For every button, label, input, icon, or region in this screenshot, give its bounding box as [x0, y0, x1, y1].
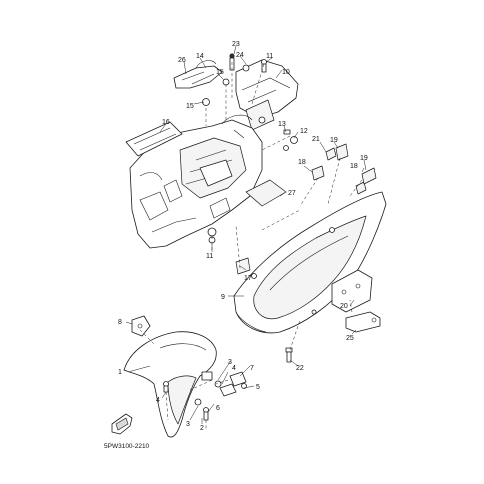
rear-fender-inner-assembly — [129, 114, 263, 249]
callout-11: 11 — [266, 53, 273, 60]
label-sheet-16 — [125, 121, 183, 157]
callout-4: 4 — [156, 397, 160, 404]
callout-23: 23 — [232, 41, 240, 48]
callout-16: 16 — [162, 119, 170, 126]
callout-17: 17 — [244, 275, 252, 282]
callout-12: 12 — [300, 128, 308, 135]
callout-labels: 1 2 3 3 4 4 5 6 7 8 9 10 11 11 12 13 14 … — [118, 41, 368, 432]
front-fender-part-1 — [123, 331, 217, 438]
callout-14: 14 — [196, 53, 204, 60]
callout-13: 13 — [278, 121, 286, 128]
bracket-part-8 — [131, 315, 151, 337]
callout-15: 15 — [186, 103, 194, 110]
callout-18: 18 — [350, 163, 358, 170]
callout-15: 15 — [216, 69, 224, 76]
callout-3: 3 — [228, 359, 232, 366]
callout-11: 11 — [206, 253, 213, 260]
callout-6: 6 — [216, 405, 220, 412]
callout-18: 18 — [298, 159, 306, 166]
leader-lines — [125, 45, 367, 424]
callout-2: 2 — [200, 425, 204, 432]
callout-20: 20 — [340, 303, 348, 310]
callout-19: 19 — [360, 155, 368, 162]
bracket-part-14-26 — [173, 60, 223, 89]
bracket-part-10 — [235, 59, 299, 131]
callout-27: 27 — [288, 190, 296, 197]
bracket-part-25 — [345, 311, 381, 333]
callout-8: 8 — [118, 319, 122, 326]
callout-4: 4 — [232, 365, 236, 372]
front-arrow-icon — [111, 413, 133, 435]
plate-part-20 — [331, 269, 373, 313]
diagram-code: 5PW3100-2210 — [104, 443, 150, 450]
callout-10: 10 — [282, 69, 290, 76]
pad-parts — [235, 143, 377, 275]
callout-24: 24 — [236, 52, 244, 59]
callout-21: 21 — [312, 136, 320, 143]
callout-7: 7 — [250, 365, 254, 372]
callout-25: 25 — [346, 335, 354, 342]
rear-mudguard-part-9 — [233, 191, 387, 334]
callout-22: 22 — [296, 365, 304, 372]
bolt-part-22 — [285, 347, 293, 363]
callout-19: 19 — [330, 137, 338, 144]
callout-9: 9 — [221, 294, 225, 301]
callout-5: 5 — [256, 384, 260, 391]
callout-1: 1 — [118, 369, 122, 376]
front-fender-hardware — [163, 371, 247, 421]
callout-26: 26 — [178, 57, 186, 64]
callout-3: 3 — [186, 421, 190, 428]
